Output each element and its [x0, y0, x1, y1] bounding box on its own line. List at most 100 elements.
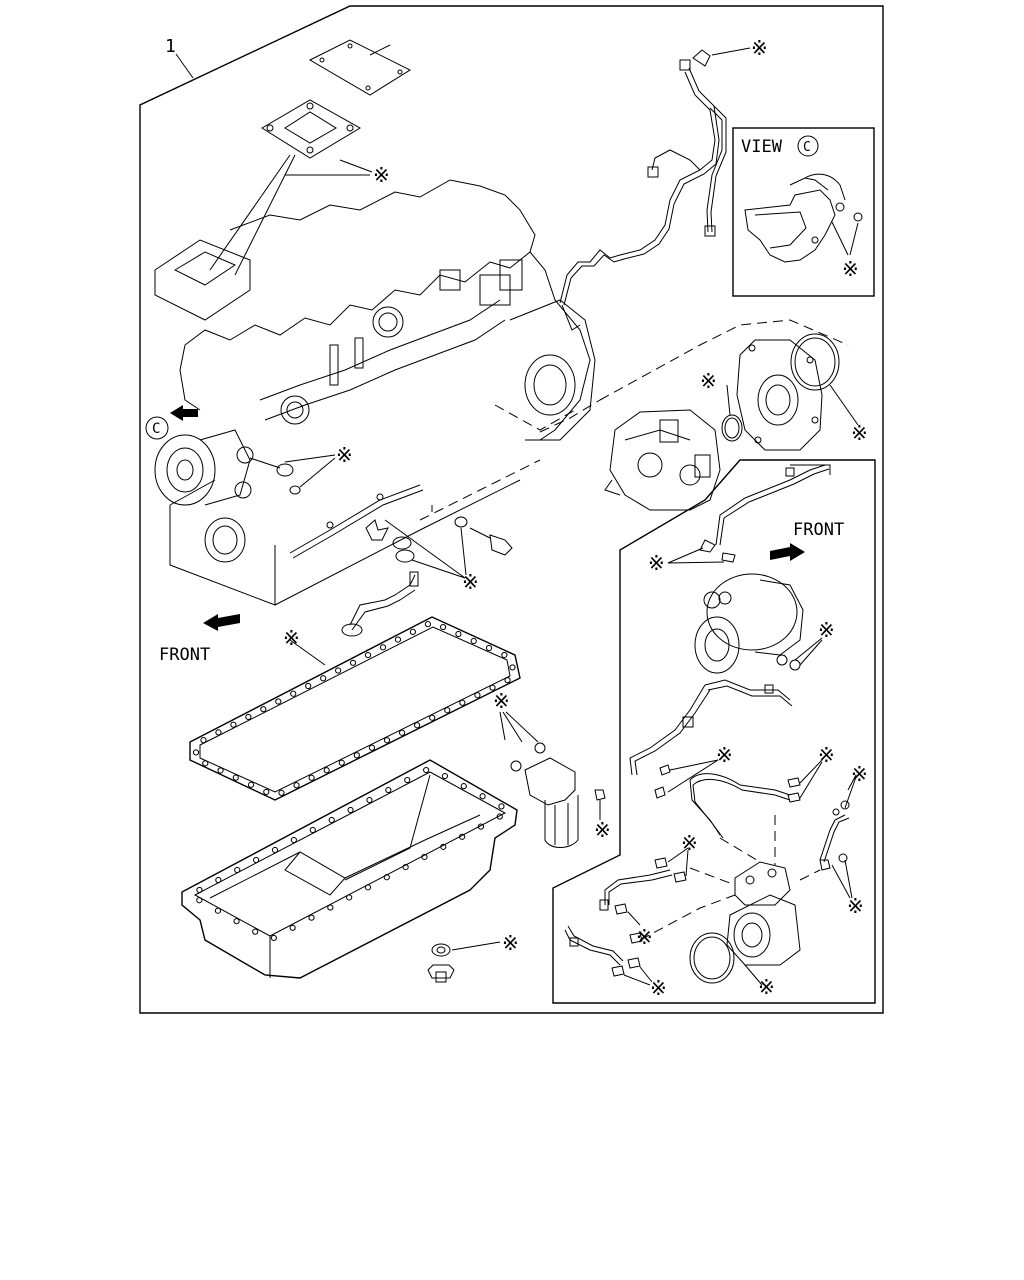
bolt-hole [290, 690, 297, 697]
bolt-hole [460, 783, 467, 790]
asterisk-oil-filter-bolt: ※ [594, 818, 611, 842]
bolt-hole [271, 846, 279, 854]
bolt-hole [214, 907, 222, 914]
bolt-hole [270, 934, 277, 942]
asterisk-pump-seal: ※ [700, 369, 717, 393]
leader-rail [419, 459, 541, 521]
bolt-hole [202, 760, 209, 767]
bolt-hole [196, 886, 203, 894]
bolt-hole [305, 682, 312, 690]
pump-oring: ※ [700, 369, 743, 442]
callout-c-circle [145, 416, 169, 440]
top-cover-plate [308, 39, 412, 96]
asterisk-lower-pipe-top: ※ [681, 831, 698, 855]
turbo-oil-return [629, 679, 793, 776]
bolt-hole [383, 737, 391, 744]
bolt-hole [474, 692, 481, 699]
bolt-hole [200, 737, 207, 744]
bolt-hole [215, 729, 222, 736]
injection-pump [604, 409, 721, 511]
bolt-hole [320, 675, 327, 682]
bolt-hole [402, 863, 409, 871]
bolt-hole [429, 714, 436, 721]
leader-panel-e [719, 837, 761, 863]
bolt-hole [353, 752, 360, 759]
bolt-hole [253, 856, 260, 864]
bolt-hole [439, 623, 447, 631]
bolt-hole [504, 677, 511, 684]
bolt-hole [444, 707, 451, 714]
bolt-hole [404, 776, 411, 784]
asterisk-oil-pan-gasket: ※ [283, 626, 300, 650]
bolt-hole [485, 644, 493, 652]
asterisk-right-pipe-top: ※ [851, 762, 868, 786]
bolt-hole [196, 897, 203, 904]
turbocharger: ※ [694, 573, 835, 674]
bolt-hole [233, 918, 240, 925]
bolt-hole [459, 699, 466, 706]
leader-flywheel [494, 404, 576, 431]
bolt-hole [440, 843, 447, 850]
ref-number: 1 [165, 36, 176, 57]
bolt-hole [455, 630, 462, 638]
ref-leader [175, 53, 194, 79]
bolt-hole [328, 816, 335, 824]
bolt-hole [217, 767, 224, 774]
oil-filter: ※ ※ [493, 689, 611, 848]
bolt-hole [477, 823, 485, 830]
bolt-hole [414, 722, 421, 729]
bolt-hole [498, 803, 505, 810]
bolt-hole [364, 651, 372, 659]
leader-pump-to-cover [599, 319, 849, 401]
bolt-hole [489, 684, 496, 691]
asterisk-oil-cooler: ※ [462, 570, 479, 594]
bolt-hole [323, 767, 330, 774]
bolt-hole [245, 713, 252, 721]
bolt-hole [290, 836, 297, 844]
callout-c-label: C [152, 421, 160, 437]
lower-pipes: ※ ※ ※ [564, 831, 698, 1000]
front-label-right: FRONT [793, 520, 844, 540]
bolt-hole [275, 698, 282, 705]
bolt-hole [509, 664, 516, 671]
injection-pump-cover: ※ [736, 333, 868, 451]
asterisk-drain-plug: ※ [502, 931, 519, 955]
asterisk-turbo-feed: ※ [648, 551, 665, 575]
oil-strainer-pipe [341, 571, 419, 637]
bolt-hole [338, 759, 345, 766]
right-pipe-seals: ※ ※ [819, 762, 868, 918]
bolt-hole [385, 786, 392, 794]
bolt-hole [278, 789, 285, 796]
bolt-hole [368, 744, 376, 751]
asterisk-pump-oring: ※ [851, 421, 868, 445]
bolt-hole [230, 721, 237, 728]
asterisk-compressor-left: ※ [716, 743, 733, 767]
asterisk-turbo: ※ [818, 618, 835, 642]
bolt-hole [421, 853, 428, 861]
bolt-hole [496, 813, 503, 820]
bolt-hole [263, 788, 270, 796]
asterisk-compressor-oring: ※ [758, 975, 775, 999]
bolt-hole [501, 651, 508, 659]
view-c-inset: VIEW C ※ [732, 127, 875, 297]
view-ref: C [803, 140, 811, 155]
asterisk-right-pipe-bottom: ※ [847, 894, 864, 918]
oil-pan [181, 759, 518, 979]
asterisk-lower-pipe-bottom: ※ [650, 976, 667, 1000]
bolt-hole [379, 644, 387, 651]
bolt-hole [252, 928, 259, 935]
bolt-hole [409, 628, 417, 635]
top-gasket [261, 99, 361, 159]
bolt-hole [441, 772, 449, 780]
bolt-hole [247, 781, 255, 788]
bolt-hole [308, 774, 315, 781]
bolt-hole [327, 904, 334, 911]
bolt-hole [398, 729, 406, 736]
callout-c-arrow [170, 405, 198, 421]
engine-block [154, 179, 596, 606]
main-frame [139, 5, 884, 1014]
bolt-hole [424, 621, 431, 628]
asterisk-compressor-right: ※ [818, 743, 835, 767]
bolt-hole [364, 884, 372, 891]
bolt-hole [347, 806, 354, 814]
